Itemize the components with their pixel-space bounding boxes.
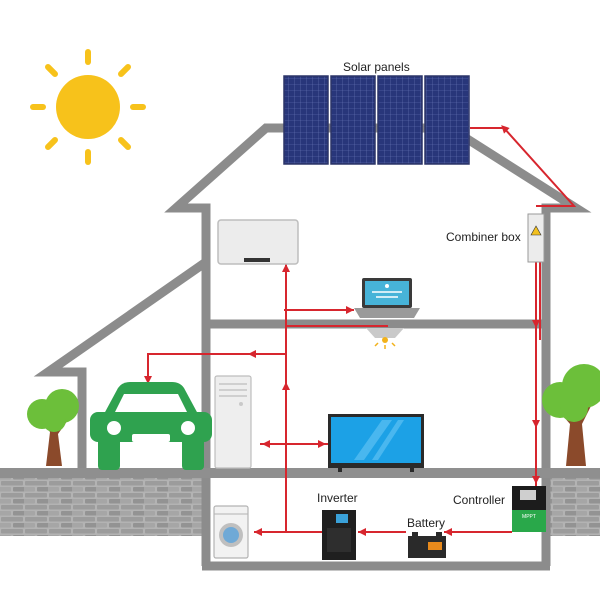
battery-label: Battery: [407, 516, 446, 530]
controller-mppt-text: MPPT: [522, 514, 536, 520]
wall-unit-icon: [217, 219, 299, 265]
tree-icon: [27, 389, 79, 466]
combiner-box-icon: [527, 213, 545, 263]
combiner-box-label: Combiner box: [446, 230, 521, 244]
washing-machine-icon: [213, 505, 249, 559]
garage-outline: [33, 258, 209, 468]
basement-room: [206, 478, 546, 562]
wiring: [147, 127, 577, 533]
controller-icon: MPPT: [512, 486, 546, 532]
laptop-icon: [354, 278, 420, 318]
inverter-label: Inverter: [317, 491, 358, 505]
solar-panels-label: Solar panels: [343, 60, 410, 74]
battery-icon: [408, 532, 446, 558]
solar-panel-icon: [283, 75, 470, 165]
inverter-icon: [322, 510, 356, 560]
tv-icon: [328, 414, 424, 472]
controller-label: Controller: [453, 493, 506, 507]
car-icon: [90, 382, 212, 470]
sun-icon: [30, 49, 146, 165]
tree-icon: [542, 364, 600, 466]
ceiling-lamp-icon: [366, 328, 404, 349]
air-conditioner-icon: [214, 375, 252, 469]
